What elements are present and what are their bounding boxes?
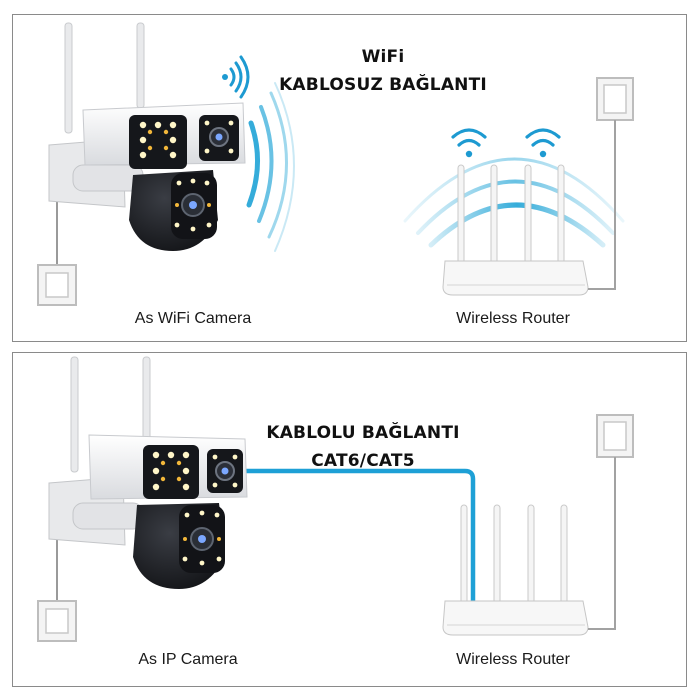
wall-socket-right <box>588 414 634 630</box>
wired-router-caption: Wireless Router <box>456 651 570 668</box>
wired-connection-title: KABLOLU BAĞLANTI <box>266 423 460 443</box>
wifi-camera <box>48 22 246 251</box>
wifi-signal-icon <box>222 55 250 99</box>
wifi-title: WiFi <box>361 47 405 67</box>
wall-socket-left <box>37 185 77 306</box>
wireless-connection-title: KABLOSUZ BAĞLANTI <box>279 75 487 95</box>
ip-camera-caption: As IP Camera <box>138 651 238 668</box>
wifi-connection-panel: WiFi KABLOSUZ BAĞLANTI As WiFi Camera Wi… <box>12 14 687 342</box>
wired-connection-panel: KABLOLU BAĞLANTI CAT6/CAT5 As IP Camera … <box>12 352 687 687</box>
wireless-router <box>442 504 589 636</box>
cable-type-title: CAT6/CAT5 <box>311 451 415 471</box>
ethernet-cable <box>242 468 476 626</box>
wifi-icon-right <box>525 128 561 158</box>
wifi-router-caption: Wireless Router <box>456 310 570 327</box>
wall-socket-right <box>588 77 634 290</box>
camera-wifi-waves <box>246 82 295 252</box>
router-wifi-waves <box>403 157 625 248</box>
wifi-diagram <box>37 22 634 306</box>
ip-camera <box>48 356 248 589</box>
wifi-icon-left <box>451 128 487 158</box>
wifi-camera-caption: As WiFi Camera <box>134 310 252 327</box>
wireless-router <box>442 164 589 296</box>
wall-socket-left <box>37 523 77 642</box>
wired-diagram <box>37 356 634 642</box>
